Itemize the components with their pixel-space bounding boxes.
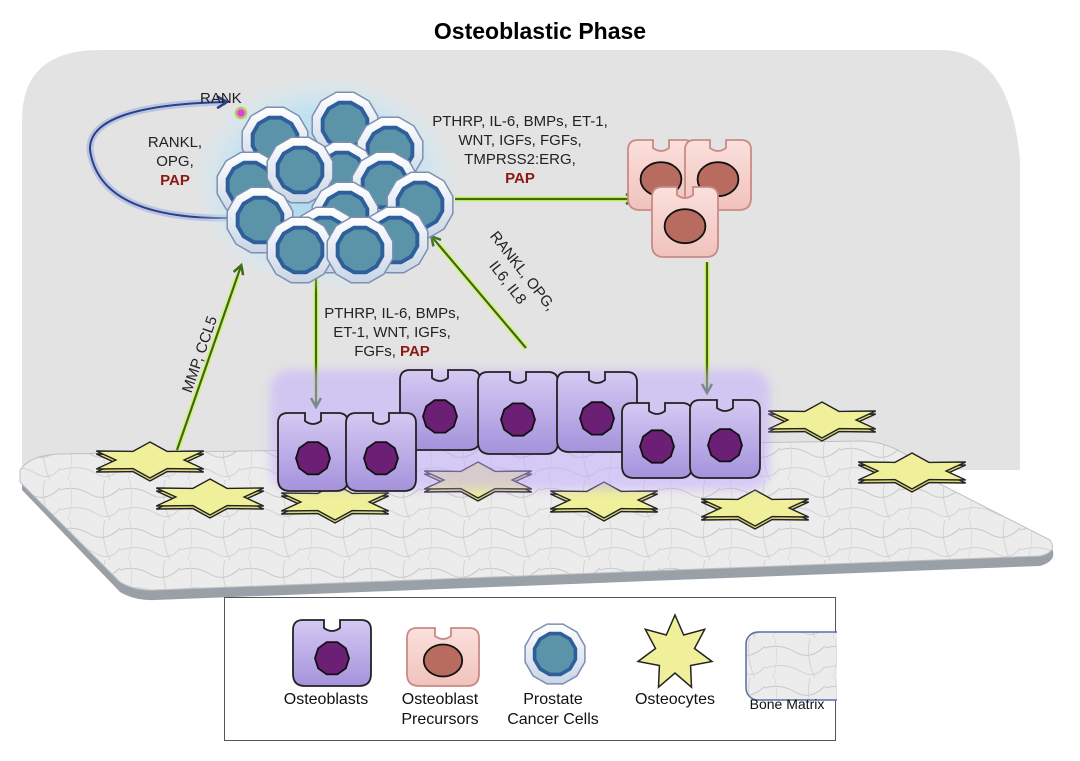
cancer-cell <box>326 216 394 284</box>
label-to-precursors: PTHRP, IL-6, BMPs, ET-1, WNT, IGFs, FGFs… <box>420 112 620 188</box>
legend-cancer-cell-icon <box>524 623 586 685</box>
arrows <box>86 102 707 451</box>
legend-box: Osteoblasts Osteoblast Precursors Prosta… <box>224 597 837 741</box>
legend-label-cancer-cells-line2: Cancer Cells <box>507 711 599 728</box>
osteoblast-cell <box>477 371 559 455</box>
legend-bone-matrix-icon <box>745 631 837 701</box>
osteoblast-cell <box>689 399 761 479</box>
label-to-osteoblasts-fgfs: FGFs, <box>354 343 401 360</box>
label-rankl-loop: RANKL, OPG, PAP <box>140 133 210 190</box>
rank-receptor-icon <box>234 106 248 120</box>
cancer-cell <box>266 136 334 204</box>
prostate-cancer-cluster <box>216 91 454 284</box>
legend-label-cancer-cells: Prostate Cancer Cells <box>493 690 613 730</box>
label-rank: RANK <box>200 90 242 107</box>
label-rankl-loop-line2: OPG, <box>156 153 194 170</box>
osteoblast-cell <box>621 402 693 479</box>
label-to-osteoblasts-line3: FGFs, PAP <box>312 342 472 361</box>
label-to-osteoblasts-line2: ET-1, WNT, IGFs, <box>333 324 451 341</box>
label-to-precursors-pap: PAP <box>505 170 535 187</box>
legend-precursor-icon <box>406 627 480 687</box>
osteocyte <box>858 452 966 493</box>
diagram-title: Osteoblastic Phase <box>433 18 647 44</box>
legend-label-osteoblasts: Osteoblasts <box>283 691 369 708</box>
label-to-osteoblasts-line1: PTHRP, IL-6, BMPs, <box>324 305 460 322</box>
osteocyte <box>281 483 389 524</box>
legend-icons <box>292 613 837 701</box>
osteoblast-group <box>270 369 770 492</box>
legend-osteoblast-icon <box>292 619 372 687</box>
osteoblast-cell <box>399 369 481 451</box>
legend-label-precursors: Osteoblast Precursors <box>385 690 495 730</box>
legend-label-cancer-cells-line1: Prostate <box>523 691 583 708</box>
osteoblast-precursor-group <box>627 139 752 258</box>
osteocyte-group <box>96 401 966 530</box>
arrow-osteoblasts-to-cancer <box>432 237 527 349</box>
osteocyte <box>550 481 658 522</box>
precursor-cell <box>651 186 719 258</box>
legend-label-precursors-line1: Osteoblast <box>401 691 479 708</box>
legend-osteocyte-icon <box>636 613 714 689</box>
osteocyte <box>96 441 204 482</box>
osteocyte <box>701 489 809 530</box>
label-to-osteoblasts: PTHRP, IL-6, BMPs, ET-1, WNT, IGFs, FGFs… <box>312 304 472 361</box>
label-to-precursors-line2: WNT, IGFs, FGFs, <box>458 132 582 149</box>
legend-label-osteocytes: Osteocytes <box>634 691 716 708</box>
legend-label-bone-matrix: Bone Matrix <box>749 696 825 712</box>
arrow-osteocytes-to-cancer <box>175 266 241 451</box>
osteoblast-cell <box>345 412 417 492</box>
label-to-precursors-line1: PTHRP, IL-6, BMPs, ET-1, <box>432 113 608 130</box>
label-rankl-loop-pap: PAP <box>160 172 190 189</box>
label-to-precursors-line3: TMPRSS2:ERG, <box>464 151 576 168</box>
osteoblast-cell <box>277 412 349 492</box>
osteoblast-cell <box>556 371 638 453</box>
legend-label-precursors-line2: Precursors <box>401 711 479 728</box>
arrow-rankl-loop-line <box>88 102 233 220</box>
label-to-osteoblasts-pap: PAP <box>400 343 430 360</box>
osteocyte <box>156 478 264 519</box>
cancer-cell <box>266 216 334 284</box>
label-rankl-loop-line1: RANKL, <box>147 134 203 151</box>
